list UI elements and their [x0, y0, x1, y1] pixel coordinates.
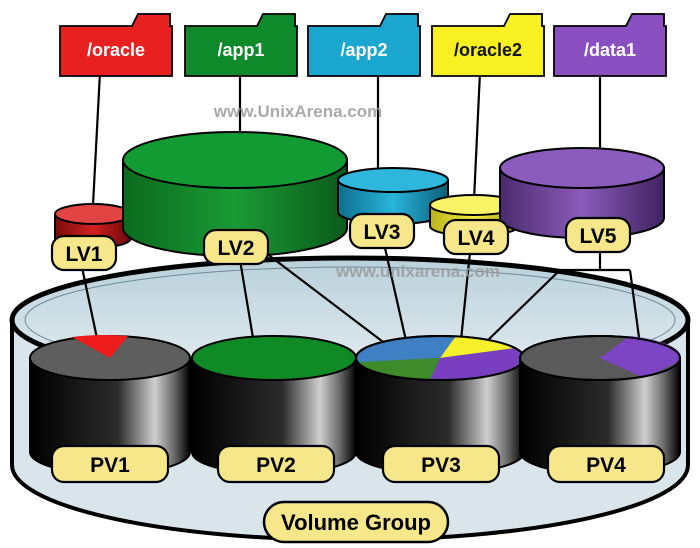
folder-data1: /data1: [553, 13, 667, 77]
folder-label: /oracle2: [454, 40, 522, 60]
folder-label: /app2: [340, 40, 387, 60]
folder-icon: [553, 13, 667, 77]
folder-oracle: /oracle: [59, 13, 173, 77]
lv-label-text: LV3: [364, 221, 401, 244]
folder-icon: [184, 13, 298, 77]
lv-label-text: LV1: [66, 243, 103, 266]
folder-label: /app1: [217, 40, 264, 60]
pv-label-text: PV2: [256, 454, 296, 477]
pv-label-text: PV3: [421, 454, 461, 477]
pv-label-pv1: PV1: [50, 444, 170, 484]
folder-app2: /app2: [307, 13, 421, 77]
folder-icon: [431, 13, 545, 77]
folder-label: /data1: [584, 40, 636, 60]
folders: /oracle/app1/app2/oracle2/data1: [59, 13, 667, 77]
lv-label-text: LV5: [580, 225, 617, 248]
lv-label-lv5: LV5: [564, 216, 632, 254]
volume-group-label: Volume Group: [262, 500, 450, 544]
lv-label-lv3: LV3: [348, 212, 416, 250]
pv-label-text: PV1: [90, 454, 130, 477]
pv-label-pv4: PV4: [546, 444, 666, 484]
watermark-top: www.UnixArena.com: [213, 102, 382, 121]
pv-labels: PV1 PV2 PV3 PV4: [50, 444, 666, 484]
folder-icon: [59, 13, 173, 77]
lv-label-lv4: LV4: [442, 218, 510, 256]
folder-icon: [307, 13, 421, 77]
lv-label-lv1: LV1: [50, 234, 118, 272]
lv-label-lv2: LV2: [202, 228, 270, 266]
pv-label-pv2: PV2: [216, 444, 336, 484]
lv-label-text: LV4: [458, 227, 495, 250]
watermark-middle: www.unixarena.com: [335, 262, 500, 281]
folder-label: /oracle: [87, 40, 145, 60]
volume-group-text: Volume Group: [281, 510, 431, 535]
folder-oracle2: /oracle2: [431, 13, 545, 77]
lv-labels: LV1 LV2 LV3 LV4 LV5: [50, 212, 632, 272]
pv-label-text: PV4: [586, 454, 626, 477]
pv-label-pv3: PV3: [381, 444, 501, 484]
lv-label-text: LV2: [218, 237, 255, 260]
folder-app1: /app1: [184, 13, 298, 77]
